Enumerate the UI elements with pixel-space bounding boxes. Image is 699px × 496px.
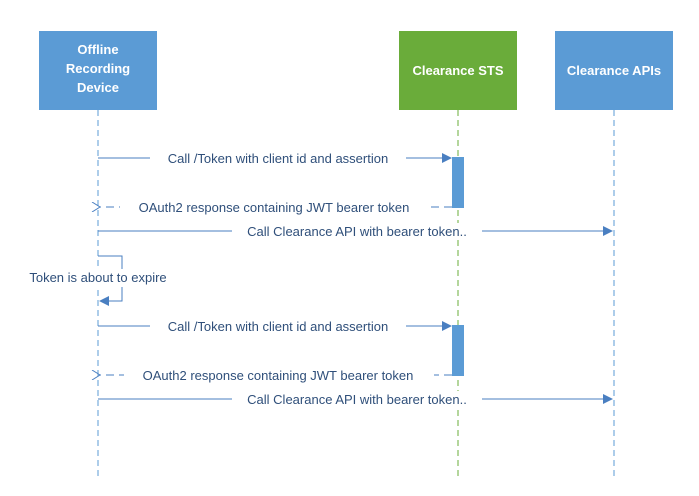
actor-apis-label: Clearance APIs: [567, 63, 661, 78]
message-label: OAuth2 response containing JWT bearer to…: [139, 200, 410, 215]
message-self-token-expire: Token is about to expire: [16, 255, 182, 306]
actor-device: Offline Recording Device: [39, 31, 157, 110]
actor-device-label-line3: Device: [77, 80, 119, 95]
message-label: Token is about to expire: [29, 270, 166, 285]
actor-sts-box: [399, 31, 517, 110]
message-label: Call Clearance API with bearer token..: [247, 224, 467, 239]
actor-device-label-line1: Offline: [77, 42, 118, 57]
message-label: OAuth2 response containing JWT bearer to…: [143, 368, 414, 383]
sts-activation-1: [452, 157, 464, 208]
message-token-response-2: OAuth2 response containing JWT bearer to…: [100, 367, 452, 383]
actor-sts-label: Clearance STS: [412, 63, 503, 78]
message-label: Call Clearance API with bearer token..: [247, 392, 467, 407]
message-api-call-2: Call Clearance API with bearer token..: [98, 391, 613, 407]
message-label: Call /Token with client id and assertion: [168, 319, 388, 334]
message-token-request-1: Call /Token with client id and assertion: [98, 150, 452, 166]
message-token-request-2: Call /Token with client id and assertion: [98, 318, 452, 334]
message-api-call-1: Call Clearance API with bearer token..: [98, 223, 613, 239]
actor-device-box: [39, 31, 157, 110]
actor-apis-box: [555, 31, 673, 110]
actor-sts: Clearance STS: [399, 31, 517, 110]
message-token-response-1: OAuth2 response containing JWT bearer to…: [100, 199, 452, 215]
actor-apis: Clearance APIs: [555, 31, 673, 110]
message-label: Call /Token with client id and assertion: [168, 151, 388, 166]
actor-device-label-line2: Recording: [66, 61, 130, 76]
sts-activation-2: [452, 325, 464, 376]
